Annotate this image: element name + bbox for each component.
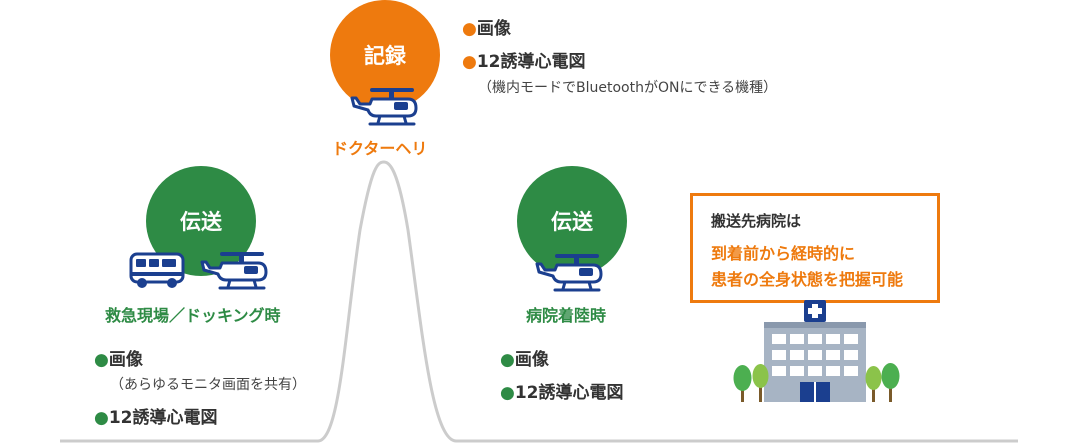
record-label: ドクターヘリ	[332, 139, 428, 158]
callout-line-2: 到着前から経時的に	[711, 244, 856, 263]
record-item-image: ●画像	[462, 19, 511, 39]
callout-line-3: 患者の全身状態を把握可能	[711, 270, 904, 289]
record-note: （機内モードでBluetoothがONにできる機種）	[478, 80, 778, 96]
callout-line-1: 搬送先病院は	[711, 212, 802, 230]
tree-icon	[733, 363, 900, 402]
record-badge: 記録	[330, 0, 440, 110]
transfer-left-label: 救急現場／ドッキング時	[105, 306, 281, 325]
transfer-right-label: 病院着陸時	[526, 306, 607, 325]
ambulance-icon	[129, 252, 185, 288]
transfer-right-item-ecg: ●12誘導心電図	[500, 383, 624, 403]
transfer-right-item-image: ●画像	[500, 350, 549, 370]
transfer-left-item-ecg: ●12誘導心電図	[94, 408, 218, 428]
transfer-left-note: （あらゆるモニタ画面を共有）	[110, 377, 306, 393]
record-item-ecg: ●12誘導心電図	[462, 52, 586, 72]
helicopter-icon	[535, 254, 603, 292]
hospital-callout: 搬送先病院は 到着前から経時的に 患者の全身状態を把握可能	[690, 193, 940, 303]
helicopter-icon	[200, 252, 268, 290]
hospital-icon	[733, 300, 900, 402]
transfer-left-item-image: ●画像	[94, 350, 143, 370]
helicopter-icon	[350, 88, 418, 126]
transfer-left-badge: 伝送	[146, 166, 256, 276]
